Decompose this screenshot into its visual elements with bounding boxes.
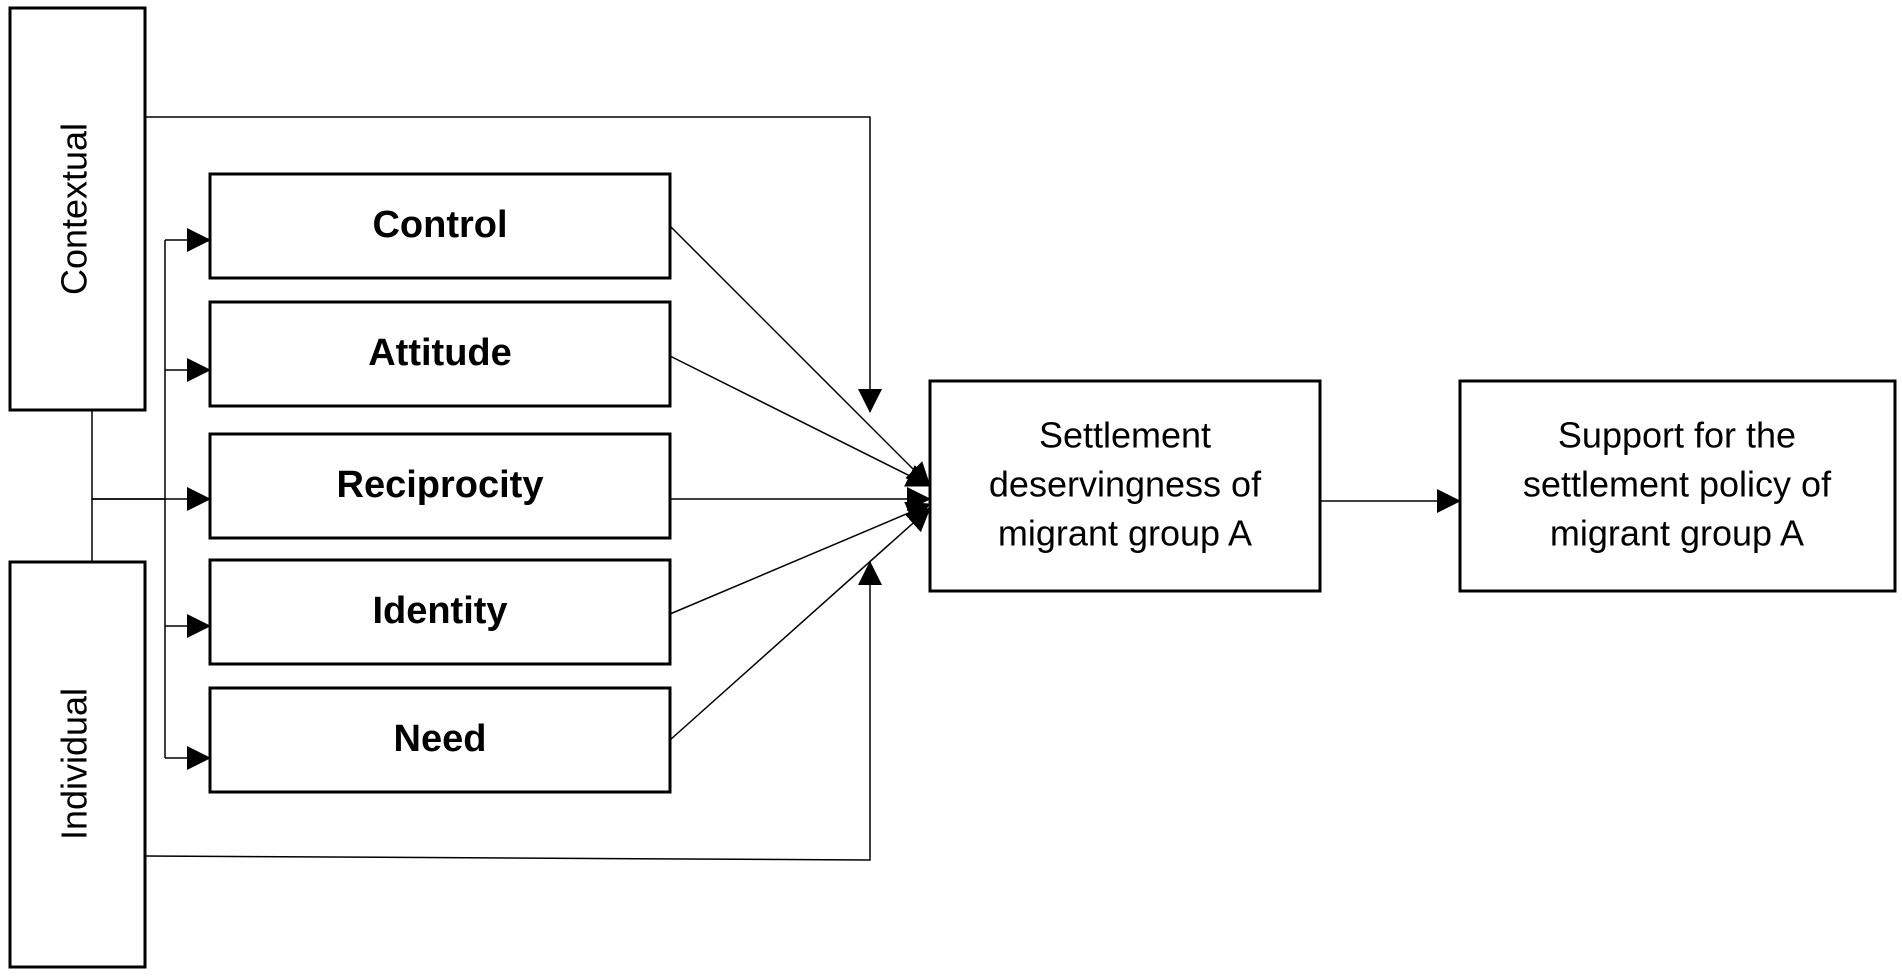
deservingness-node: Settlement deservingness of migrant grou…: [928, 379, 1322, 593]
attitude-box: [208, 300, 672, 408]
control-label: Control: [372, 204, 507, 246]
factor-need: Need: [208, 686, 672, 794]
contextual-box: [8, 6, 147, 412]
individual-label: Individual: [54, 688, 95, 840]
need-label: Need: [394, 718, 487, 760]
attitude-label: Attitude: [368, 332, 512, 374]
reciprocity-box: [208, 432, 672, 540]
contextual-node: Contextual: [8, 6, 147, 412]
control-box: [208, 172, 672, 280]
deservingness-line-2: deservingness of: [989, 464, 1262, 505]
factor-attitude: Attitude: [208, 300, 672, 408]
individual-box: [8, 560, 147, 969]
control-to-deservingness-arrow: [669, 225, 931, 487]
need-box: [208, 686, 672, 794]
individual-node: Individual: [8, 560, 147, 969]
factor-control: Control: [208, 172, 672, 280]
individual-direct-arrow: [144, 561, 882, 861]
support-box: [1458, 379, 1897, 593]
identity-label: Identity: [372, 590, 507, 632]
attitude-to-deservingness-arrow: [669, 355, 931, 487]
identity-box: [208, 558, 672, 666]
contextual-label: Contextual: [54, 123, 95, 295]
deservingness-line-1: Settlement: [1039, 415, 1211, 456]
identity-to-deservingness-arrow: [669, 501, 931, 615]
factor-reciprocity: Reciprocity: [208, 432, 672, 540]
contextual-direct-arrow: [145, 116, 882, 413]
support-node: Support for the settlement policy of mig…: [1458, 379, 1897, 593]
support-line-2: settlement policy of: [1523, 464, 1832, 505]
need-to-deservingness-arrow: [669, 507, 931, 741]
reciprocity-label: Reciprocity: [337, 464, 544, 506]
support-line-3: migrant group A: [1550, 513, 1804, 554]
deservingness-line-3: migrant group A: [998, 513, 1252, 554]
support-line-1: Support for the: [1558, 415, 1796, 456]
factor-identity: Identity: [208, 558, 672, 666]
